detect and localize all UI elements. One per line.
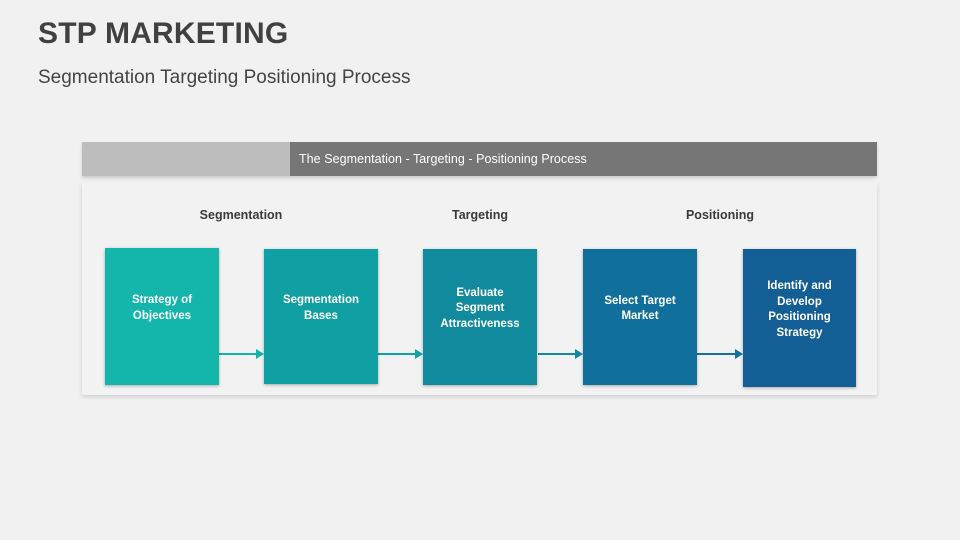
phase-label-targeting: Targeting	[451, 208, 509, 222]
process-step-box-1[interactable]: Strategy of Objectives	[105, 248, 219, 385]
phase-label-segmentation: Segmentation	[199, 208, 283, 222]
process-step-box-2[interactable]: Segmentation Bases	[264, 249, 378, 384]
arrow-head	[735, 349, 743, 359]
arrow-head	[256, 349, 264, 359]
process-step-label: Identify and Develop Positioning Strateg…	[767, 280, 832, 339]
page-title: STP MARKETING	[38, 17, 289, 50]
phase-label-positioning: Positioning	[685, 208, 755, 222]
process-step-box-3[interactable]: Evaluate Segment Attractiveness	[423, 249, 537, 385]
arrow-head	[575, 349, 583, 359]
header-band-title: The Segmentation - Targeting - Positioni…	[299, 152, 587, 166]
title-block: STP MARKETING Segmentation Targeting Pos…	[38, 16, 411, 91]
process-step-label: Segmentation Bases	[282, 294, 360, 322]
arrow-shaft	[697, 353, 735, 355]
process-step-label: Evaluate Segment Attractiveness	[440, 286, 520, 330]
arrow-shaft	[219, 353, 256, 355]
arrow-shaft	[378, 353, 415, 355]
process-step-box-4[interactable]: Select Target Market	[583, 249, 697, 385]
arrow-shaft	[538, 353, 575, 355]
arrow-right-icon-1	[219, 348, 264, 360]
process-step-label: Strategy of Objectives	[131, 294, 193, 322]
process-step-box-5[interactable]: Identify and Develop Positioning Strateg…	[743, 249, 856, 387]
header-band: The Segmentation - Targeting - Positioni…	[82, 142, 877, 176]
page-subtitle: Segmentation Targeting Positioning Proce…	[38, 67, 411, 88]
arrow-right-icon-3	[538, 348, 583, 360]
arrow-right-icon-4	[697, 348, 743, 360]
process-step-label: Select Target Market	[604, 294, 676, 323]
header-band-left-block	[82, 142, 290, 176]
arrow-right-icon-2	[378, 348, 423, 360]
header-band-right-block: The Segmentation - Targeting - Positioni…	[290, 142, 877, 176]
arrow-head	[415, 349, 423, 359]
